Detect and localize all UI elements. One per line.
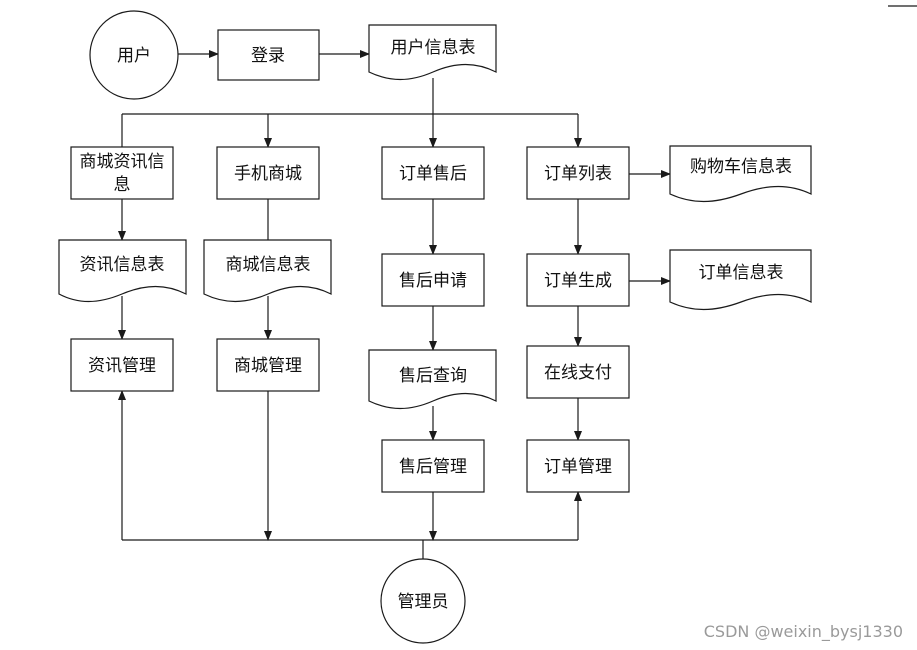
node-user-label: 用户 (117, 46, 151, 66)
node-order-list: 订单列表 (526, 146, 630, 200)
node-order-info-table-label: 订单信息表 (699, 263, 784, 283)
node-order-create: 订单生成 (526, 253, 630, 307)
node-news-manage: 资讯管理 (70, 338, 174, 392)
connectors (118, 50, 671, 560)
node-admin: 管理员 (380, 558, 466, 644)
node-mobile-mall: 手机商城 (216, 146, 320, 200)
node-user-info-table-label: 用户信息表 (391, 38, 476, 58)
node-online-pay: 在线支付 (526, 345, 630, 399)
node-cart-info-table: 购物车信息表 (669, 145, 812, 203)
node-mall-info-table: 商城信息表 (203, 239, 332, 303)
node-mall-news-label-line2: 息 (114, 175, 131, 195)
node-after-sale-apply: 售后申请 (381, 253, 485, 307)
node-online-pay-label: 在线支付 (544, 363, 612, 383)
node-mall-news: 商城资讯信 息 (70, 146, 174, 200)
node-order-info-table: 订单信息表 (669, 249, 812, 311)
node-after-sale-manage: 售后管理 (381, 439, 485, 493)
node-order-after-sale-label: 订单售后 (399, 164, 467, 184)
node-order-after-sale: 订单售后 (381, 146, 485, 200)
node-order-list-label: 订单列表 (544, 164, 612, 184)
node-login: 登录 (217, 29, 320, 81)
node-after-sale-apply-label: 售后申请 (399, 271, 467, 291)
node-mall-manage-label: 商城管理 (234, 356, 302, 376)
node-order-manage-label: 订单管理 (544, 457, 612, 477)
node-user: 用户 (89, 10, 179, 100)
node-user-info-table: 用户信息表 (368, 24, 497, 81)
node-after-sale-query: 售后查询 (368, 349, 497, 410)
node-order-manage: 订单管理 (526, 439, 630, 493)
node-mall-manage: 商城管理 (216, 338, 320, 392)
node-news-info-table-label: 资讯信息表 (80, 255, 165, 275)
node-after-sale-query-label: 售后查询 (399, 366, 467, 386)
node-news-info-table: 资讯信息表 (58, 239, 187, 303)
node-mall-info-table-label: 商城信息表 (226, 255, 311, 275)
watermark: CSDN @weixin_bysj1330 (704, 622, 903, 642)
node-login-label: 登录 (251, 46, 285, 66)
node-after-sale-manage-label: 售后管理 (399, 457, 467, 477)
node-order-create-label: 订单生成 (544, 271, 612, 291)
node-mall-news-label-line1: 商城资讯信 (80, 152, 165, 172)
node-news-manage-label: 资讯管理 (88, 356, 156, 376)
node-mobile-mall-label: 手机商城 (234, 164, 302, 184)
node-cart-info-table-label: 购物车信息表 (690, 157, 792, 177)
node-admin-label: 管理员 (398, 592, 449, 612)
